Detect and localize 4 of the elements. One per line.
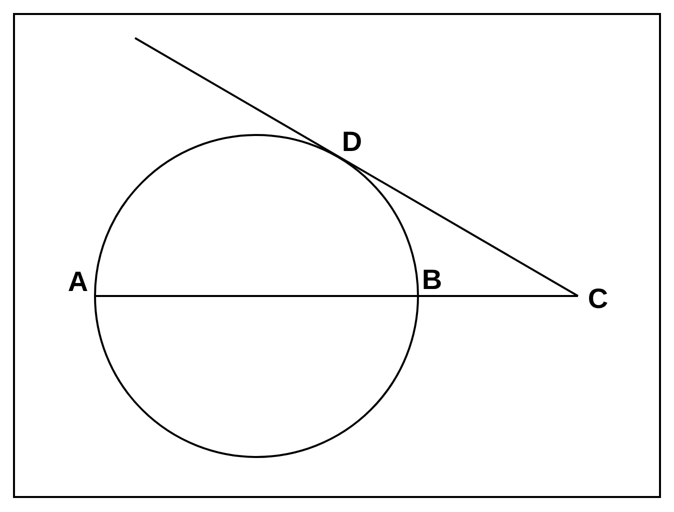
point-label: D [342, 128, 362, 156]
point-label: C [588, 285, 608, 313]
point-label: A [68, 268, 88, 296]
point-label: B [422, 266, 442, 294]
